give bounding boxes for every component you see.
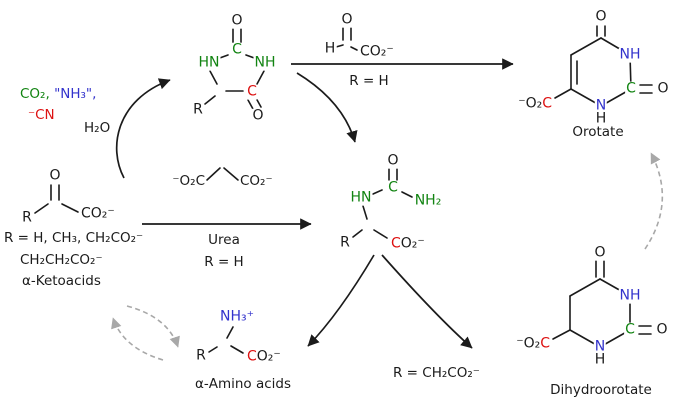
hydantoin-c2: C <box>231 41 243 58</box>
ureido-n1: HN <box>349 189 373 206</box>
dihydroorotate-caption: Dihydroorotate <box>550 381 652 398</box>
ureido-bonds <box>352 168 413 239</box>
ketoacid-r: R <box>21 209 33 226</box>
orotate-n3: NH <box>618 46 642 63</box>
orotate-n1-h: H <box>594 110 608 127</box>
orotate-carboxylate-c: C <box>542 95 552 112</box>
ketoacid-substituents-2: CH₂CH₂CO₂⁻ <box>20 251 103 268</box>
ketoacid-caption: α-Ketoacids <box>22 272 101 289</box>
co2-reagent: CO₂, <box>20 85 50 102</box>
urea-label: Urea <box>208 231 240 248</box>
ketoacid-bonds <box>34 184 79 214</box>
reagents-line1: CO₂, "NH₃", <box>20 87 96 101</box>
nh3-reagent: "NH₃", <box>54 85 97 102</box>
amino-r: R <box>195 347 207 364</box>
amino-caption: α-Amino acids <box>194 375 292 392</box>
ureido-carboxylate-c: C <box>391 235 401 252</box>
arrow-ketoacid-to-hydantoin <box>115 78 171 179</box>
arrow-ketoacid-to-amino-dashed <box>126 305 180 348</box>
malonate-left: ⁻O₂C <box>172 172 205 189</box>
amino-carboxylate: CO₂⁻ <box>246 348 282 365</box>
ureido-n2: NH₂ <box>413 192 443 209</box>
amino-acid-bonds <box>208 326 244 354</box>
ketoacid-carboxyl: CO₂⁻ <box>80 205 116 222</box>
hydantoin-o-top: O <box>230 12 244 29</box>
orotate-o-top: O <box>594 8 608 25</box>
dihydroorotate-carboxylate-o: ⁻O₂ <box>516 335 541 352</box>
orotate-carboxylate-o: ⁻O₂ <box>518 95 543 112</box>
ketoacid-substituents-1: R = H, CH₃, CH₂CO₂⁻ <box>4 229 144 246</box>
dihydroorotate-n3: NH <box>618 287 642 304</box>
orotate-c2: C <box>625 80 637 97</box>
arrow-dihydroorotate-to-orotate-dashed <box>644 152 664 250</box>
glyoxylate-o: O <box>340 11 354 28</box>
ureido-c: C <box>387 179 399 196</box>
ureido-r: R <box>339 234 351 251</box>
dihydroorotate-n1: N <box>593 338 607 355</box>
arrow-ureido-to-amino-acids <box>307 254 375 347</box>
orotate-caption: Orotate <box>572 123 624 140</box>
orotate-bonds <box>554 25 653 107</box>
hydantoin-n3: NH <box>253 54 277 71</box>
hydantoin-o4: O <box>251 107 265 124</box>
glyoxylate-carboxyl: CO₂⁻ <box>359 43 395 60</box>
urea-condition: R = H <box>204 253 244 270</box>
dihydroorotate-o-top: O <box>593 244 607 261</box>
orotate-n1: N <box>594 97 608 114</box>
fork-condition: R = CH₂CO₂⁻ <box>393 364 480 381</box>
ureido-carboxylate: CO₂⁻ <box>390 235 426 252</box>
dihydroorotate-carboxylate: ⁻O₂C <box>515 335 551 352</box>
water-reagent: H₂O <box>84 119 111 136</box>
malonate-right: CO₂⁻ <box>240 172 273 189</box>
dihydroorotate-carboxylate-c: C <box>540 335 550 352</box>
ketoacid-o: O <box>48 167 62 184</box>
arrow-hydantoin-to-ureido <box>296 72 358 143</box>
amino-nh3: NH₃⁺ <box>218 308 256 325</box>
dihydroorotate-c2: C <box>624 321 636 338</box>
malonate-bonds <box>206 167 239 181</box>
arrow-ureido-to-dihydroorotate <box>381 254 473 349</box>
hydantoin-n1: HN <box>197 54 221 71</box>
hydantoin-bonds <box>204 28 265 110</box>
top-arrow-condition: R = H <box>349 72 389 89</box>
hydantoin-c4: C <box>246 83 258 100</box>
dihydroorotate-bonds <box>552 260 652 348</box>
arrow-amino-to-ketoacid-dashed <box>111 317 164 361</box>
glyoxylate-h: H <box>323 40 337 57</box>
dihydroorotate-o2: O <box>655 321 669 338</box>
ureido-o: O <box>386 152 400 169</box>
cyanide-reagent: ⁻CN <box>28 106 55 123</box>
glyoxylate-bonds <box>335 27 358 51</box>
amino-carboxylate-c: C <box>247 348 257 365</box>
hydantoin-r: R <box>192 101 204 118</box>
orotate-carboxylate: ⁻O₂C <box>517 95 553 112</box>
ureido-carboxylate-o: O₂⁻ <box>400 235 425 252</box>
dihydroorotate-n1-h: H <box>593 351 607 368</box>
amino-carboxylate-o: O₂⁻ <box>256 348 281 365</box>
orotate-o2: O <box>656 80 670 97</box>
